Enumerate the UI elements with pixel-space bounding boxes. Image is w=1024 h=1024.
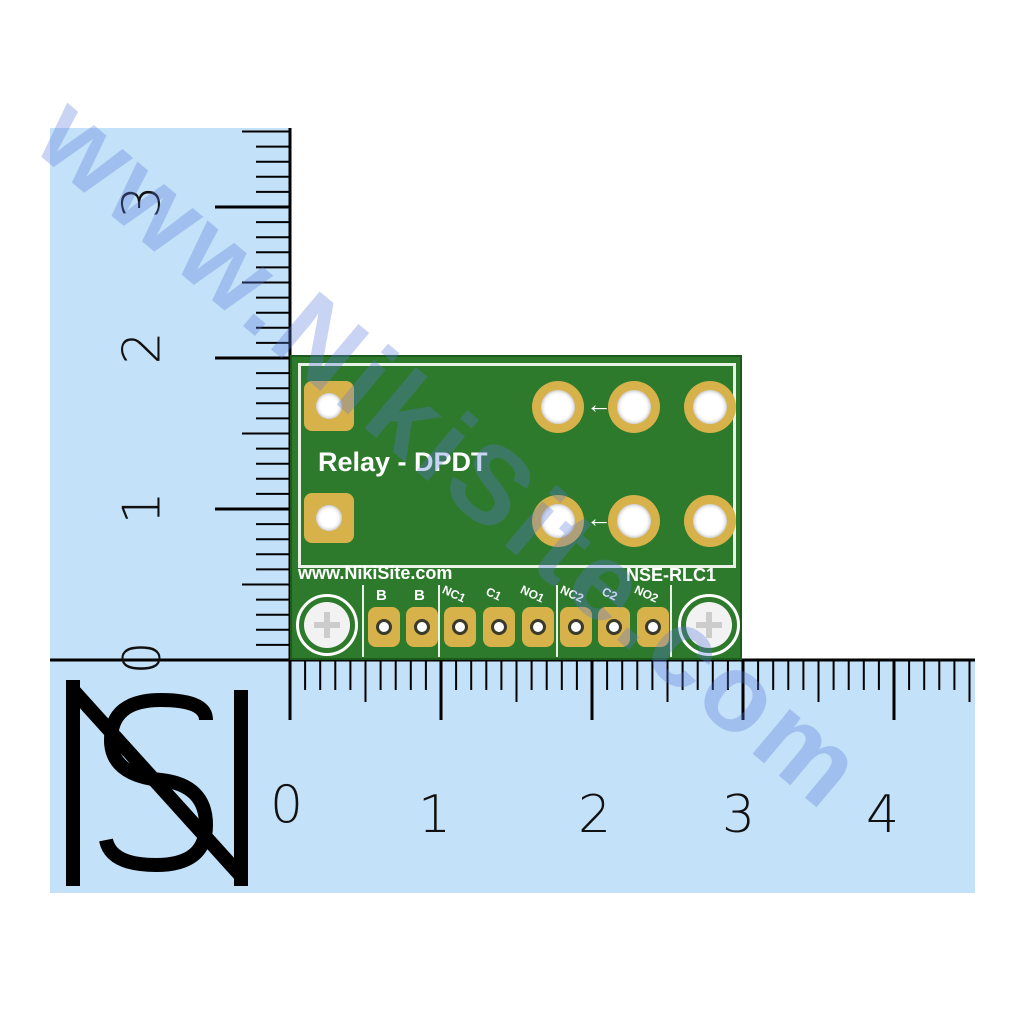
horizontal-ruler bbox=[50, 660, 975, 893]
coil-pad bbox=[304, 381, 354, 431]
contact-pad bbox=[684, 495, 736, 547]
pin-label: B bbox=[376, 587, 387, 604]
pin-label: C1 bbox=[483, 584, 504, 604]
h-label-3: 3 bbox=[722, 785, 756, 845]
contact-pad bbox=[608, 495, 660, 547]
pin-header bbox=[406, 607, 438, 647]
relay-pcb-board: ← ← Relay - DPDT www.NikiSite.com NSE-RL… bbox=[290, 355, 742, 660]
pin-header bbox=[522, 607, 554, 647]
board-website: www.NikiSite.com bbox=[298, 563, 453, 583]
pin-label: B bbox=[414, 587, 425, 604]
board-part-number: NSE-RLC1 bbox=[626, 565, 717, 585]
pin-header bbox=[637, 607, 669, 647]
pin-header bbox=[598, 607, 630, 647]
h-label-1: 1 bbox=[418, 785, 452, 845]
contact-pad bbox=[532, 381, 584, 433]
arrow-left-icon: ← bbox=[586, 503, 612, 533]
pin-header bbox=[444, 607, 476, 647]
silkscreen-frame bbox=[298, 363, 736, 568]
arrow-left-icon: ← bbox=[586, 389, 612, 419]
v-label-0: 0 bbox=[112, 641, 173, 675]
board-title: Relay - DPDT bbox=[318, 447, 488, 477]
v-label-2: 2 bbox=[112, 331, 173, 365]
vertical-ruler bbox=[50, 128, 290, 660]
contact-pad bbox=[608, 381, 660, 433]
contact-pad bbox=[532, 495, 584, 547]
pin-header bbox=[483, 607, 515, 647]
contact-pad bbox=[684, 381, 736, 433]
mounting-hole bbox=[678, 594, 740, 656]
pin-label: NC1 bbox=[440, 582, 468, 606]
h-label-2: 2 bbox=[578, 785, 612, 845]
nikisite-logo bbox=[66, 680, 248, 886]
h-label-4: 4 bbox=[866, 785, 900, 845]
h-label-0: 0 bbox=[270, 775, 304, 835]
pin-header bbox=[368, 607, 400, 647]
mounting-hole bbox=[296, 594, 358, 656]
pin-header bbox=[560, 607, 592, 647]
coil-pad bbox=[304, 493, 354, 543]
v-label-1: 1 bbox=[112, 491, 173, 525]
